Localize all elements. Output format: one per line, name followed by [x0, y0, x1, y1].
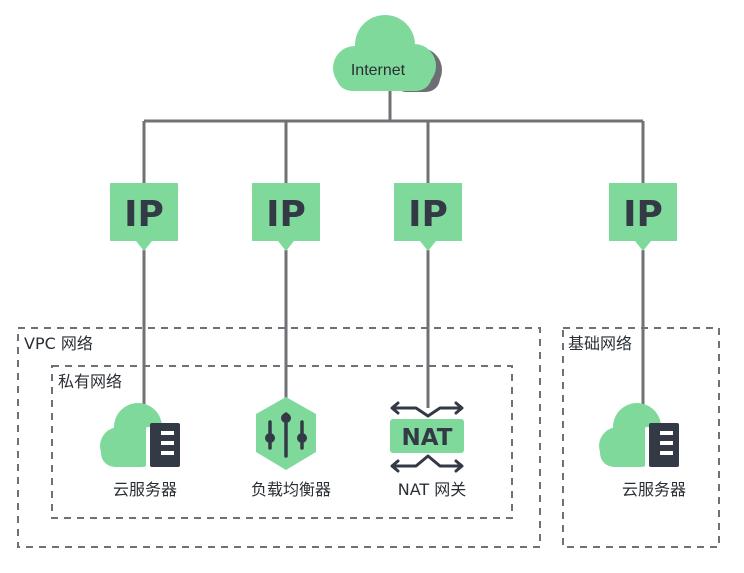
cloud-server-icon [100, 403, 184, 469]
ip-tag-1-label: IP [124, 194, 164, 235]
cloud-server-basic-label: 云服务器 [621, 480, 687, 499]
connection-lines [142, 88, 645, 412]
internet-cloud-icon [333, 15, 442, 92]
ip-tag-2-label: IP [266, 194, 306, 235]
nat-gateway-label: NAT 网关 [397, 480, 467, 499]
ip-tag-4-icon [609, 183, 677, 251]
load-balancer-icon [256, 397, 316, 470]
vpc-network-zone [17, 327, 541, 548]
vpc-network-label: VPC 网络 [24, 334, 93, 353]
cloud-server-label: 云服务器 [112, 480, 178, 499]
ip-tag-3-icon [394, 183, 462, 251]
private-network-label: 私有网络 [58, 372, 123, 391]
basic-network-label: 基础网络 [568, 334, 633, 353]
internet-label: Internet [351, 62, 406, 79]
cloud-server-basic-icon [599, 403, 683, 469]
load-balancer-label: 负载均衡器 [250, 480, 332, 499]
nat-gateway-icon: NAT [390, 401, 464, 473]
ip-tag-4-label: IP [623, 194, 663, 235]
basic-network-zone [562, 327, 720, 548]
private-network-zone [51, 365, 513, 519]
ip-tag-1-icon [110, 183, 178, 251]
nat-icon-text: NAT [402, 425, 453, 451]
ip-tag-3-label: IP [408, 194, 448, 235]
ip-tag-2-icon [252, 183, 320, 251]
